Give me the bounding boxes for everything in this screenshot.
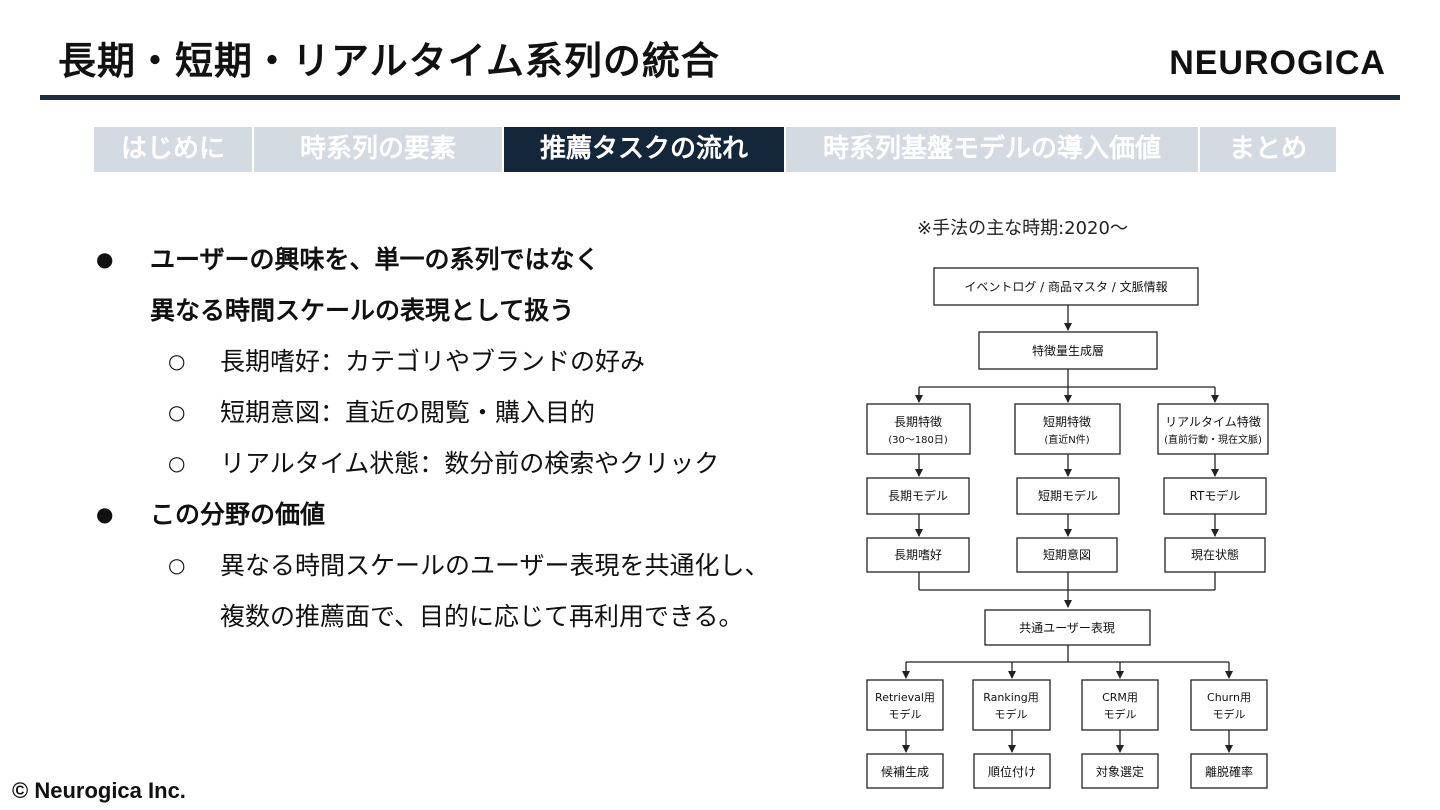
long-term-model-node: [866, 477, 970, 515]
feature-subtitle: (直前行動・現在文脈): [1164, 433, 1262, 446]
result-label: 対象選定: [1096, 764, 1144, 779]
short-term-model-node: [1016, 477, 1120, 515]
task-subtitle: モデル: [889, 707, 922, 721]
sub-bullet-text: 長期嗜好：カテゴリやブランドの好み: [220, 347, 646, 376]
bullet-text: この分野の価値: [150, 500, 326, 529]
output-label: 短期意図: [1043, 547, 1091, 562]
source-node: [933, 267, 1199, 306]
sub-bullet-text: 複数の推薦面で、目的に応じて再利用できる。: [220, 602, 744, 631]
churn-model-node: [1190, 679, 1268, 731]
feature-layer-node: [978, 331, 1158, 370]
model-label: RTモデル: [1190, 488, 1241, 503]
feature-title: 長期特徴: [894, 414, 942, 429]
model-label: 長期モデル: [888, 488, 948, 503]
rt-model-node: [1163, 477, 1267, 515]
feature-subtitle: (直近N件): [1044, 433, 1089, 446]
bullet-circle-icon: ○: [168, 553, 186, 577]
bullet-circle-icon: ○: [168, 400, 186, 424]
company-logo: NEUROGICA: [1169, 44, 1386, 82]
bullet-list: ● ユーザーの興味を、単一の系列ではなく 異なる時間スケールの表現として扱う ○…: [96, 234, 836, 642]
task-subtitle: モデル: [1104, 707, 1137, 721]
feature-title: リアルタイム特徴: [1165, 414, 1261, 429]
tab-recommendation-flow[interactable]: 推薦タスクの流れ: [502, 127, 784, 172]
tab-timeseries-elements[interactable]: 時系列の要素: [252, 127, 502, 172]
current-state-node: [1164, 537, 1266, 573]
long-term-preference-node: [866, 537, 970, 573]
bullet-item: ● この分野の価値: [96, 489, 836, 540]
task-title: CRM用: [1102, 691, 1138, 704]
sub-bullet-text: リアルタイム状態：数分前の検索やクリック: [220, 449, 720, 478]
diagram-note: ※手法の主な時期:2020〜: [917, 218, 1128, 239]
sub-bullet-text: 異なる時間スケールのユーザー表現を共通化し、: [220, 551, 770, 580]
realtime-feature-node: [1157, 403, 1269, 455]
bullet-dot-icon: ●: [96, 502, 114, 526]
task-title: Ranking用: [983, 691, 1039, 704]
task-subtitle: モデル: [995, 707, 1028, 721]
ranking-model-node: [972, 679, 1051, 731]
bullet-text: ユーザーの興味を、単一の系列ではなく: [150, 245, 600, 274]
result-label: 離脱確率: [1205, 764, 1253, 779]
sub-bullet-item: ○ 異なる時間スケールのユーザー表現を共通化し、 複数の推薦面で、目的に応じて再…: [96, 540, 836, 642]
result-label: 候補生成: [881, 765, 929, 779]
tab-foundation-model-value[interactable]: 時系列基盤モデルの導入価値: [784, 127, 1198, 172]
bullet-circle-icon: ○: [168, 349, 186, 373]
source-label: イベントログ / 商品マスタ / 文脈情報: [964, 279, 1167, 294]
copyright: © Neurogica Inc.: [12, 778, 186, 803]
sub-bullet-text: 短期意図：直近の閲覧・購入目的: [220, 398, 596, 427]
task-title: Retrieval用: [875, 691, 935, 704]
churn-probability-node: [1190, 753, 1268, 789]
retrieval-model-node: [866, 679, 944, 731]
bullet-circle-icon: ○: [168, 451, 186, 475]
shared-representation-node: [984, 609, 1151, 646]
feature-title: 短期特徴: [1043, 414, 1091, 429]
short-term-intent-node: [1016, 537, 1118, 573]
bullet-dot-icon: ●: [96, 247, 114, 271]
sub-bullet-item: ○ 長期嗜好：カテゴリやブランドの好み: [96, 336, 836, 387]
tab-introduction[interactable]: はじめに: [94, 127, 252, 172]
ranking-node: [973, 753, 1051, 789]
sub-bullet-item: ○ リアルタイム状態：数分前の検索やクリック: [96, 438, 836, 489]
long-term-feature-node: [866, 403, 971, 455]
target-selection-node: [1081, 753, 1159, 789]
result-label: 順位付け: [988, 764, 1036, 779]
shared-representation-label: 共通ユーザー表現: [1019, 621, 1115, 635]
task-subtitle: モデル: [1213, 707, 1246, 721]
bullet-item: ● ユーザーの興味を、単一の系列ではなく 異なる時間スケールの表現として扱う: [96, 234, 836, 336]
feature-subtitle: (30〜180日): [888, 435, 948, 446]
output-label: 現在状態: [1191, 547, 1239, 562]
title-divider: [40, 95, 1400, 100]
page-title: 長期・短期・リアルタイム系列の統合: [58, 39, 720, 83]
model-label: 短期モデル: [1038, 488, 1098, 503]
candidate-generation-node: [866, 753, 944, 789]
feature-layer-label: 特徴量生成層: [1032, 343, 1104, 358]
section-tabs: はじめに 時系列の要素 推薦タスクの流れ 時系列基盤モデルの導入価値 まとめ: [94, 127, 1336, 172]
crm-model-node: [1081, 679, 1159, 731]
task-title: Churn用: [1207, 691, 1251, 704]
tab-summary[interactable]: まとめ: [1198, 127, 1336, 172]
short-term-feature-node: [1014, 403, 1121, 455]
sub-bullet-item: ○ 短期意図：直近の閲覧・購入目的: [96, 387, 836, 438]
pipeline-diagram: イベントログ / 商品マスタ / 文脈情報 特徴量生成層 長期特徴 (30〜18…: [866, 267, 1269, 789]
output-label: 長期嗜好: [894, 548, 942, 562]
bullet-text: 異なる時間スケールの表現として扱う: [150, 296, 575, 325]
